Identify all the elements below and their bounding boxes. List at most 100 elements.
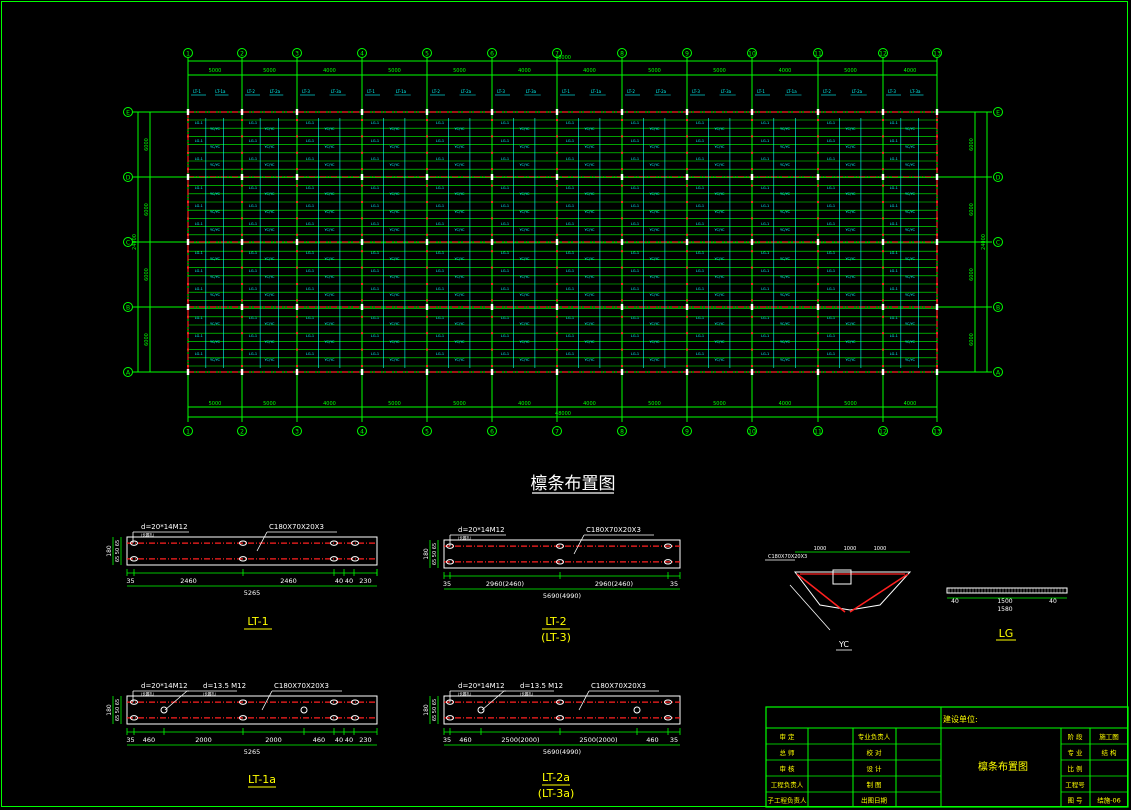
- purlin-node: [686, 299, 688, 302]
- grid-label-top: 4: [360, 51, 364, 58]
- column-mark: [685, 369, 689, 375]
- purlin-node: [241, 119, 243, 121]
- grid-bubble-top: [747, 48, 757, 58]
- yc-tag: YC/YC: [325, 358, 336, 362]
- purlin-node: [426, 348, 428, 351]
- lg-dim: 40: [1049, 598, 1057, 605]
- column-mark: [816, 239, 820, 245]
- dim-total: 5690(4990): [543, 748, 581, 756]
- dim-height-sub: 65 50 65: [115, 699, 121, 721]
- purlin-node: [751, 348, 753, 351]
- rafter-tag: LG-1: [566, 287, 574, 291]
- lg-dim: 1500: [997, 598, 1012, 605]
- rafter-tag: LG-1: [501, 121, 509, 125]
- rafter-tag: LG-1: [436, 334, 444, 338]
- dim-value: 40: [335, 577, 343, 585]
- grid-label-left: E: [126, 110, 130, 117]
- slot-hole: [446, 559, 454, 565]
- yc-tag: YC/YC: [585, 210, 596, 214]
- purlin-node: [936, 233, 938, 236]
- yc-tag: YC/YC: [650, 293, 661, 297]
- purlin-tag-top: LT-1: [562, 89, 570, 94]
- grid-label-right: A: [996, 370, 1001, 377]
- tb-right-label: 专 业: [1067, 748, 1083, 757]
- dim-value: 230: [359, 577, 371, 585]
- purlin-node: [817, 168, 819, 171]
- column-mark: [555, 369, 559, 375]
- purlin-node: [882, 233, 884, 236]
- yc-tag: YC/YC: [780, 145, 791, 149]
- yc-tag: YC/YC: [780, 293, 791, 297]
- detail-label: LT-2: [545, 615, 566, 628]
- grid-bubble-top: [878, 48, 888, 58]
- rafter-tag: LG-1: [249, 121, 257, 125]
- rafter-tag: LG-1: [631, 251, 639, 255]
- purlin-node: [817, 217, 819, 220]
- rafter-tag: LG-1: [306, 186, 314, 190]
- yc-plate: [832, 569, 852, 585]
- tb-mid-label: 制 图: [866, 780, 881, 789]
- grid-label-bottom: 7: [555, 429, 559, 436]
- column-mark: [360, 239, 364, 245]
- yc-tag: YC/YC: [650, 322, 661, 326]
- yc-tag: YC/YC: [455, 127, 466, 131]
- purlin-node: [621, 315, 623, 318]
- purlin-node: [361, 332, 363, 335]
- column-mark: [935, 369, 939, 375]
- dim-span-bottom: 5000: [263, 401, 276, 407]
- grid-bubble-bottom: [237, 426, 247, 436]
- rafter-tag: LG-1: [371, 139, 379, 143]
- dim-span-top: 5000: [844, 68, 857, 74]
- tb-right-label: 比 例: [1067, 764, 1082, 773]
- dim-value: 35: [443, 580, 451, 588]
- grid-bubble-left: [123, 172, 133, 182]
- yc-tag: YC/YC: [325, 163, 336, 167]
- yc-tag: YC/YC: [585, 145, 596, 149]
- yc-tag: YC/YC: [585, 257, 596, 261]
- purlin-node: [296, 365, 298, 367]
- lg-dim: 40: [951, 598, 959, 605]
- detail-label: LT-1: [247, 615, 268, 628]
- yc-tag: YC/YC: [780, 127, 791, 131]
- yc-tag: YC/YC: [390, 192, 401, 196]
- yc-tag: YC/YC: [265, 145, 276, 149]
- rafter-tag: LG-1: [827, 204, 835, 208]
- yc-tag: YC/YC: [905, 358, 916, 362]
- dim-height: 180: [106, 704, 113, 716]
- rafter-tag: LG-1: [436, 121, 444, 125]
- rafter-tag: LG-1: [371, 287, 379, 291]
- column-mark: [816, 174, 820, 180]
- yc-tag: YC/YC: [520, 340, 531, 344]
- purlin-node: [936, 119, 938, 121]
- slot-hole: [556, 699, 564, 705]
- yc-tag: YC/YC: [265, 210, 276, 214]
- dim-span-bottom: 5000: [713, 401, 726, 407]
- dim-span-bottom: 5000: [453, 401, 466, 407]
- rafter-tag: LG-1: [827, 139, 835, 143]
- grid-label-top: 11: [814, 51, 822, 58]
- grid-label-left: D: [126, 175, 131, 182]
- purlin-node: [361, 283, 363, 285]
- purlin-node: [556, 217, 558, 220]
- rafter-tag: LG-1: [631, 139, 639, 143]
- purlin-node: [556, 266, 558, 269]
- purlin-tag-top: LT-1: [757, 89, 765, 94]
- yc-tag: YC/YC: [265, 192, 276, 196]
- purlin-node: [426, 184, 428, 187]
- column-mark: [490, 239, 494, 245]
- grid-bubble-bottom: [932, 426, 942, 436]
- section-spec: C180X70X20X3: [591, 682, 646, 690]
- yc-tag: YC/YC: [455, 257, 466, 261]
- purlin-node: [882, 348, 884, 351]
- yc-tag: YC/YC: [585, 192, 596, 196]
- purlin-tag-top: LT-2a: [852, 89, 863, 94]
- yc-tag: YC/YC: [520, 127, 531, 131]
- purlin-node: [491, 332, 493, 335]
- slot-hole: [556, 543, 564, 549]
- yc-tag: YC/YC: [715, 163, 726, 167]
- rafter-tag: LG-1: [195, 121, 203, 125]
- yc-tag: YC/YC: [585, 358, 596, 362]
- yc-tag: YC/YC: [455, 293, 466, 297]
